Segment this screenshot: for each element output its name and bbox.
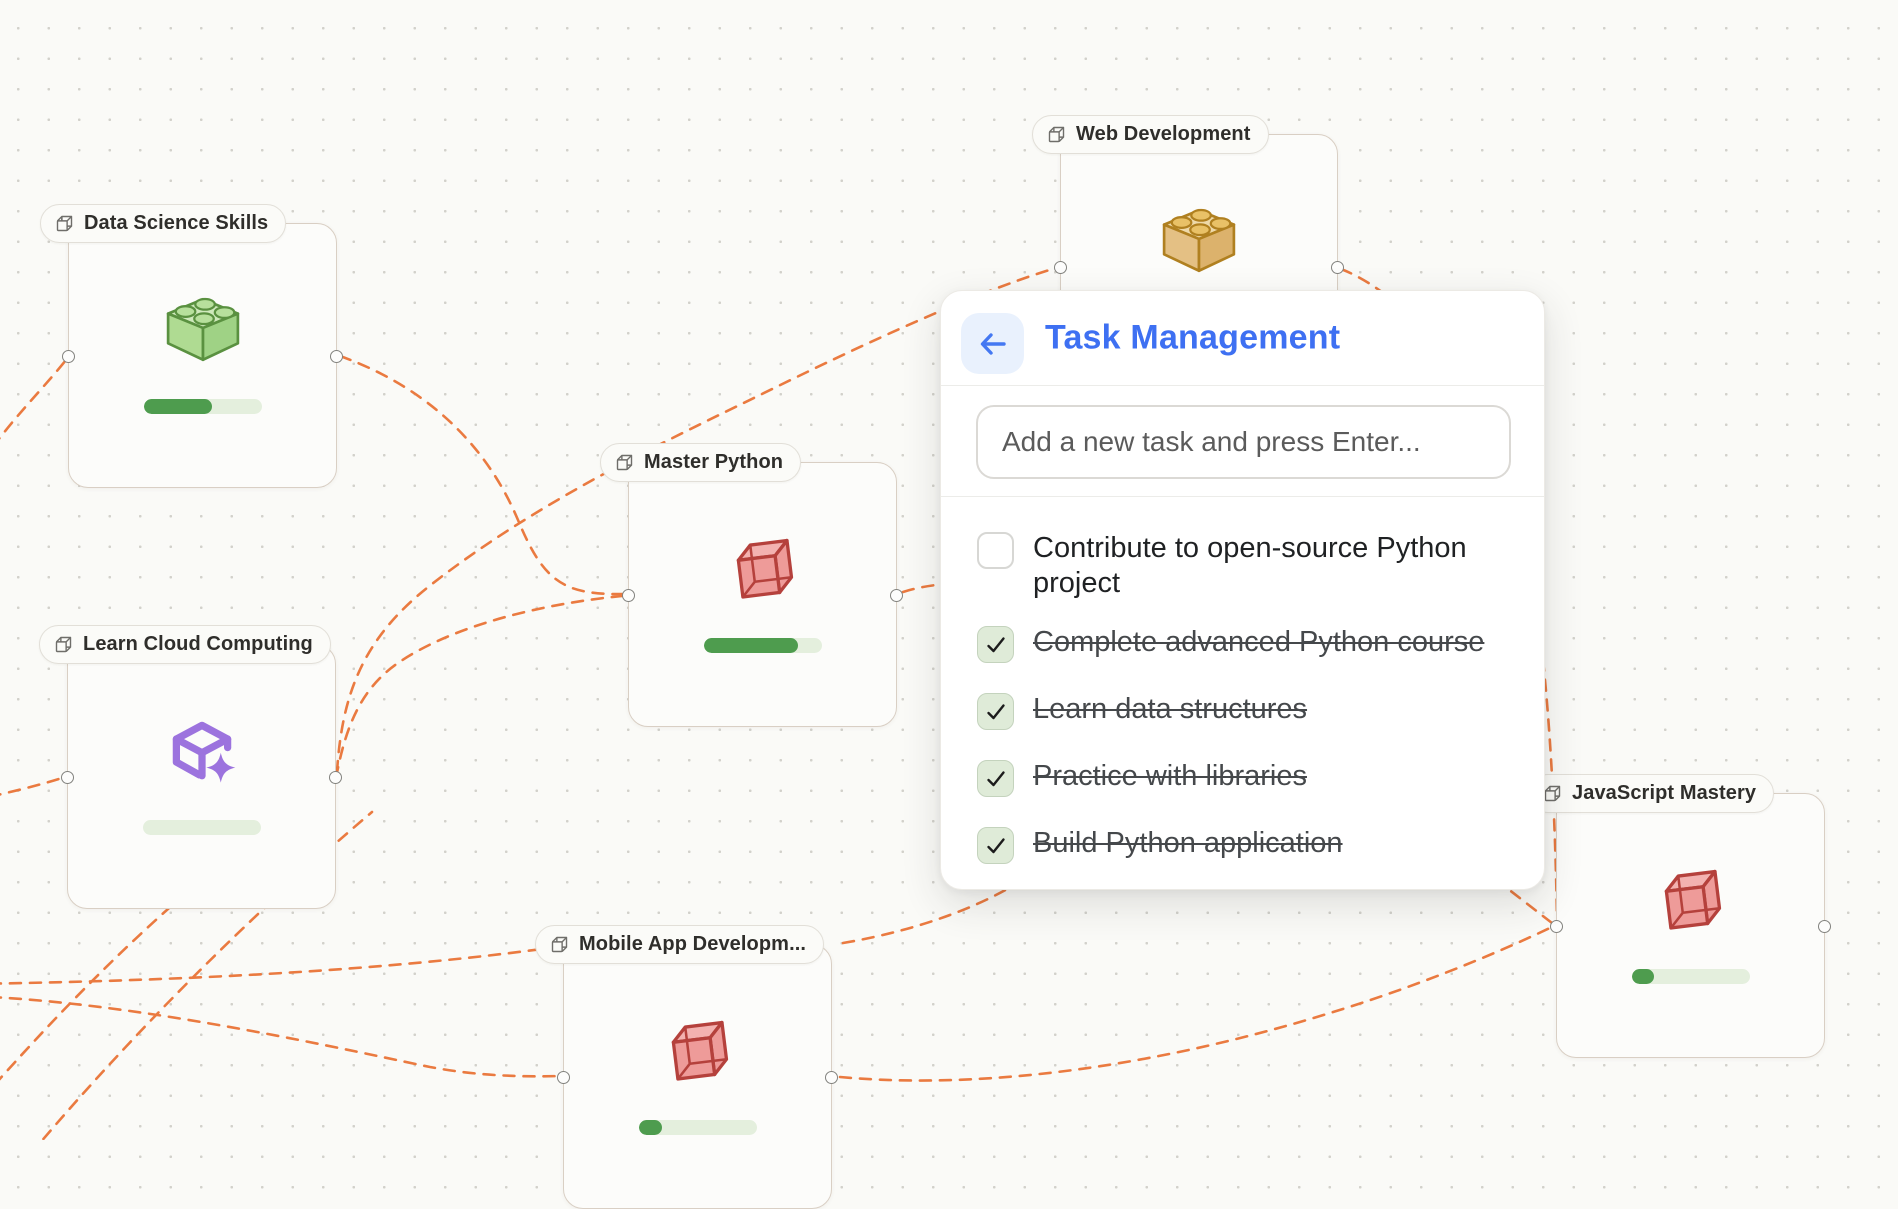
progress-bar <box>703 638 822 653</box>
node-data-science-skills[interactable]: Data Science Skills <box>40 204 343 488</box>
connection-handle-left[interactable] <box>62 350 75 363</box>
node-title-pill[interactable]: Data Science Skills <box>40 204 287 243</box>
node-label: Data Science Skills <box>84 212 269 234</box>
connection-handle-right[interactable] <box>330 350 343 363</box>
cube-red-icon <box>736 538 793 599</box>
task-label: Contribute to open-source Python project <box>1033 532 1467 599</box>
check-icon <box>986 636 1005 652</box>
lego-brick-tan-icon <box>1162 208 1236 273</box>
divider <box>941 385 1544 386</box>
task-checkbox-checked[interactable] <box>977 693 1014 730</box>
connection-handle-right[interactable] <box>890 589 903 602</box>
progress-bar <box>143 399 262 414</box>
cube-red-icon <box>1664 869 1721 930</box>
task-list: Contribute to open-source Python project… <box>977 531 1517 893</box>
connection-handle-left[interactable] <box>557 1071 570 1084</box>
task-checkbox-checked[interactable] <box>977 626 1014 663</box>
task-checkbox-checked[interactable] <box>977 760 1014 797</box>
node-learn-cloud-computing[interactable]: Learn Cloud Computing <box>39 625 342 909</box>
check-icon <box>986 703 1005 719</box>
node-master-python[interactable]: Master Python <box>600 443 903 727</box>
node-mobile-app-development[interactable]: Mobile App Developm... <box>535 925 838 1209</box>
back-button[interactable] <box>961 313 1024 374</box>
edge <box>0 776 64 796</box>
progress-bar <box>142 820 261 835</box>
task-label: Build Python application <box>1033 827 1343 859</box>
node-title-pill[interactable]: Master Python <box>600 443 802 482</box>
edge <box>0 947 544 985</box>
lego-brick-green-icon <box>166 297 239 362</box>
task-label: Practice with libraries <box>1033 760 1307 792</box>
cube-outline-icon <box>55 636 72 653</box>
new-task-input[interactable] <box>976 405 1511 479</box>
task-row: Build Python application <box>977 826 1517 864</box>
task-row: Complete advanced Python course <box>977 625 1517 663</box>
panel-title: Task Management <box>1045 318 1341 357</box>
task-row: Learn data structures <box>977 692 1517 730</box>
edge <box>838 925 1554 1082</box>
node-title-pill[interactable]: Web Development <box>1032 115 1269 154</box>
node-title-pill[interactable]: Mobile App Developm... <box>535 925 825 964</box>
task-row: Contribute to open-source Python project <box>977 531 1517 601</box>
task-checkbox-checked[interactable] <box>977 827 1014 864</box>
check-icon <box>986 837 1005 853</box>
node-label: Learn Cloud Computing <box>83 633 313 655</box>
divider <box>941 496 1544 497</box>
connection-handle-right[interactable] <box>825 1071 838 1084</box>
task-checkbox[interactable] <box>977 532 1014 569</box>
connection-handle-left[interactable] <box>622 589 635 602</box>
node-label: Master Python <box>644 451 784 473</box>
edge <box>334 594 624 780</box>
check-icon <box>986 770 1005 786</box>
connection-handle-left[interactable] <box>1054 261 1067 274</box>
cube-outline-icon <box>1544 785 1561 802</box>
task-row: Practice with libraries <box>977 759 1517 797</box>
node-label: Mobile App Developm... <box>579 933 807 955</box>
connection-handle-right[interactable] <box>1818 920 1831 933</box>
edge <box>0 996 562 1078</box>
node-title-pill[interactable]: Learn Cloud Computing <box>39 625 331 664</box>
task-label: Complete advanced Python course <box>1033 626 1485 658</box>
cube-red-icon <box>671 1020 728 1081</box>
cube-outline-icon <box>551 936 568 953</box>
cube-outline-icon <box>616 454 633 471</box>
connection-handle-right[interactable] <box>329 771 342 784</box>
edge <box>841 876 1027 945</box>
edge <box>0 358 68 440</box>
connection-handle-left[interactable] <box>1550 920 1563 933</box>
task-label: Learn data structures <box>1033 693 1308 725</box>
node-javascript-mastery[interactable]: JavaScript Mastery <box>1528 774 1831 1058</box>
progress-bar <box>1631 969 1750 984</box>
panel-header: Task Management <box>941 291 1544 385</box>
cube-outline-icon <box>1048 126 1065 143</box>
task-management-panel: Task Management Contribute to open-sourc… <box>940 290 1545 890</box>
edge <box>0 786 327 1081</box>
connection-handle-right[interactable] <box>1331 261 1344 274</box>
arrow-left-icon <box>980 332 1006 355</box>
connection-handle-left[interactable] <box>61 771 74 784</box>
progress-bar <box>638 1120 757 1135</box>
edge <box>338 354 624 596</box>
node-title-pill[interactable]: JavaScript Mastery <box>1528 774 1775 813</box>
node-label: Web Development <box>1076 123 1251 145</box>
cube-outline-icon <box>56 215 73 232</box>
node-label: JavaScript Mastery <box>1572 782 1757 804</box>
package-sparkle-purple-icon <box>172 721 235 783</box>
